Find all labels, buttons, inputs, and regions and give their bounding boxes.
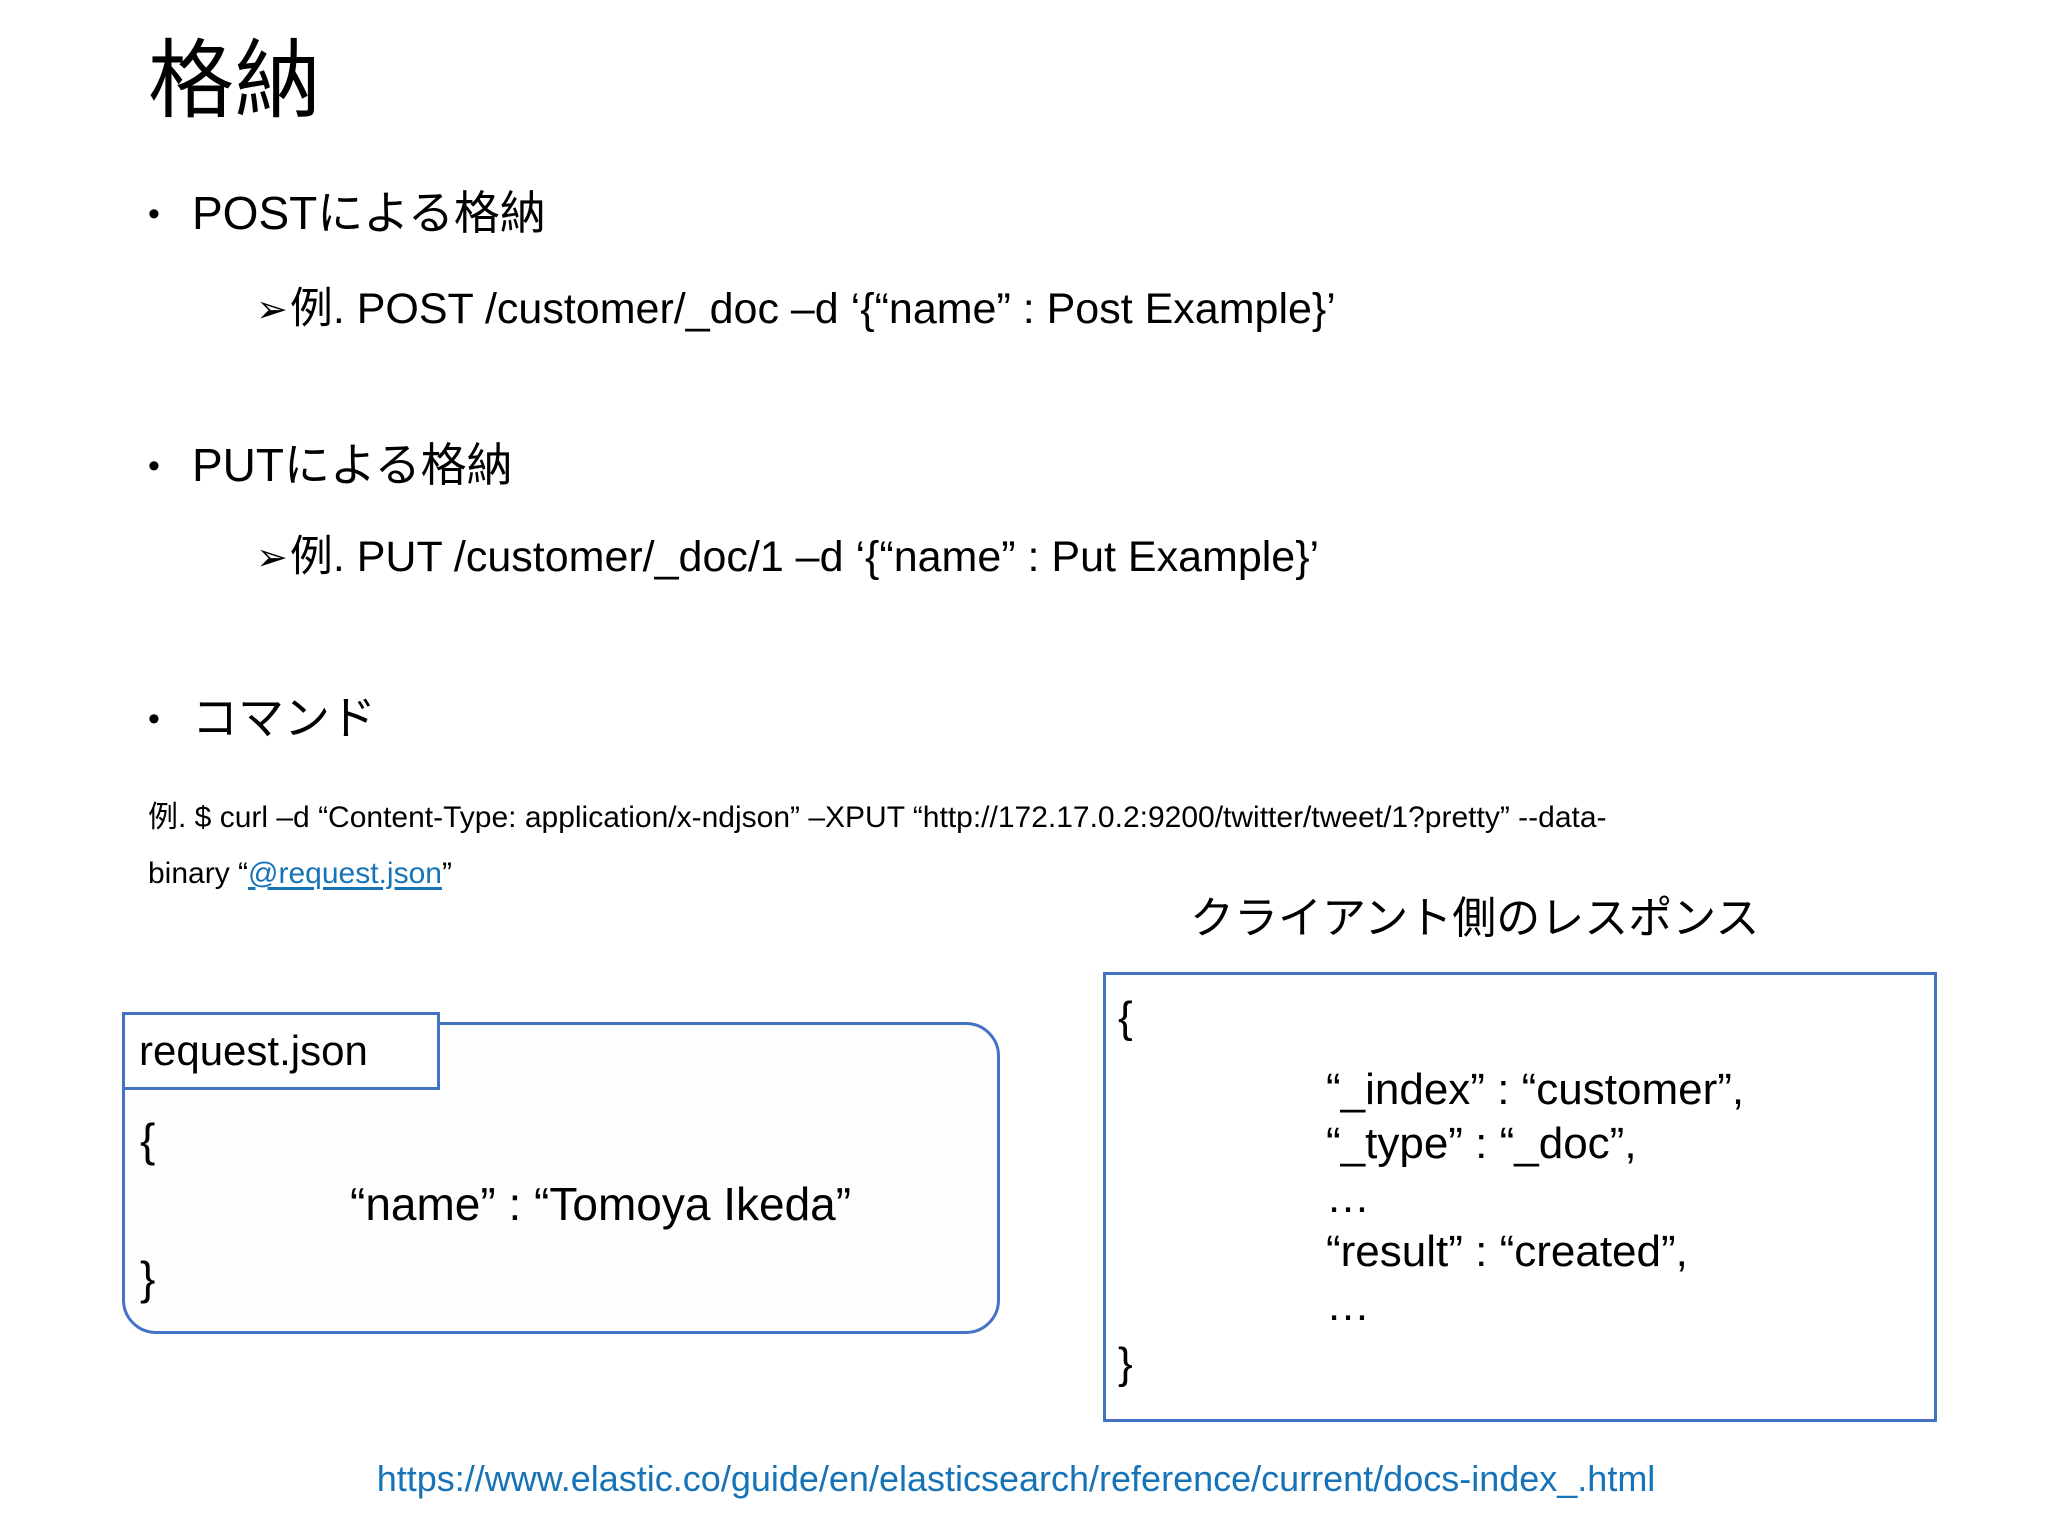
- response-line: “_index” : “customer”,: [1326, 1065, 1745, 1114]
- bullet-put-example: ➢例. PUT /customer/_doc/1 –d ‘{“name” : P…: [256, 533, 1319, 581]
- request-json-line: {: [140, 1114, 156, 1166]
- response-content: { “_index” : “customer”, “_type” : “_doc…: [1118, 996, 1938, 1396]
- bullet-dot-icon: •: [148, 195, 160, 233]
- bullet-command-heading: • コマンド: [148, 692, 376, 745]
- response-line: …: [1326, 1281, 1370, 1330]
- bullet-post-example: ➢例. POST /customer/_doc –d ‘{“name” : Po…: [256, 285, 1336, 333]
- command-line-1: 例. $ curl –d “Content-Type: application/…: [148, 801, 1607, 834]
- request-json-content: { “name” : “Tomoya Ikeda” }: [140, 1114, 990, 1317]
- request-json-line: “name” : “Tomoya Ikeda”: [350, 1178, 852, 1230]
- request-json-tab-label: request.json: [139, 1027, 368, 1074]
- bullet-dot-icon: •: [148, 447, 160, 485]
- bullet-post-heading-label: POSTによる格納: [192, 187, 546, 239]
- footer-source-link-container: https://www.elastic.co/guide/en/elastics…: [0, 1458, 2048, 1500]
- page-title: 格納: [148, 33, 322, 129]
- bullet-put-example-label: 例. PUT /customer/_doc/1 –d ‘{“name” : Pu…: [289, 533, 1320, 581]
- response-line: “result” : “created”,: [1326, 1227, 1688, 1276]
- response-line: {: [1118, 993, 1133, 1042]
- bullet-post-heading: • POSTによる格納: [148, 187, 546, 240]
- arrow-bullet-icon: ➢: [256, 289, 288, 331]
- response-box: [1103, 972, 1937, 1422]
- request-json-tab: request.json: [122, 1012, 440, 1090]
- arrow-bullet-icon: ➢: [256, 537, 288, 579]
- command-paragraph: 例. $ curl –d “Content-Type: application/…: [148, 790, 1948, 901]
- command-line-2-prefix: binary “: [148, 856, 249, 890]
- bullet-put-heading: • PUTによる格納: [148, 439, 513, 492]
- bullet-put-heading-label: PUTによる格納: [192, 439, 513, 491]
- bullet-command-heading-label: コマンド: [192, 692, 376, 744]
- response-heading: クライアント側のレスポンス: [1190, 894, 1760, 943]
- request-json-line: }: [140, 1252, 156, 1304]
- bullet-dot-icon: •: [148, 700, 160, 738]
- bullet-post-example-label: 例. POST /customer/_doc –d ‘{“name” : Pos…: [289, 285, 1336, 333]
- response-line: }: [1118, 1339, 1133, 1388]
- footer-source-link[interactable]: https://www.elastic.co/guide/en/elastics…: [376, 1458, 1656, 1499]
- command-line-2-suffix: ”: [441, 856, 452, 890]
- response-line: “_type” : “_doc”,: [1326, 1119, 1637, 1168]
- response-line: …: [1326, 1173, 1370, 1222]
- request-json-link[interactable]: @request.json: [248, 856, 442, 890]
